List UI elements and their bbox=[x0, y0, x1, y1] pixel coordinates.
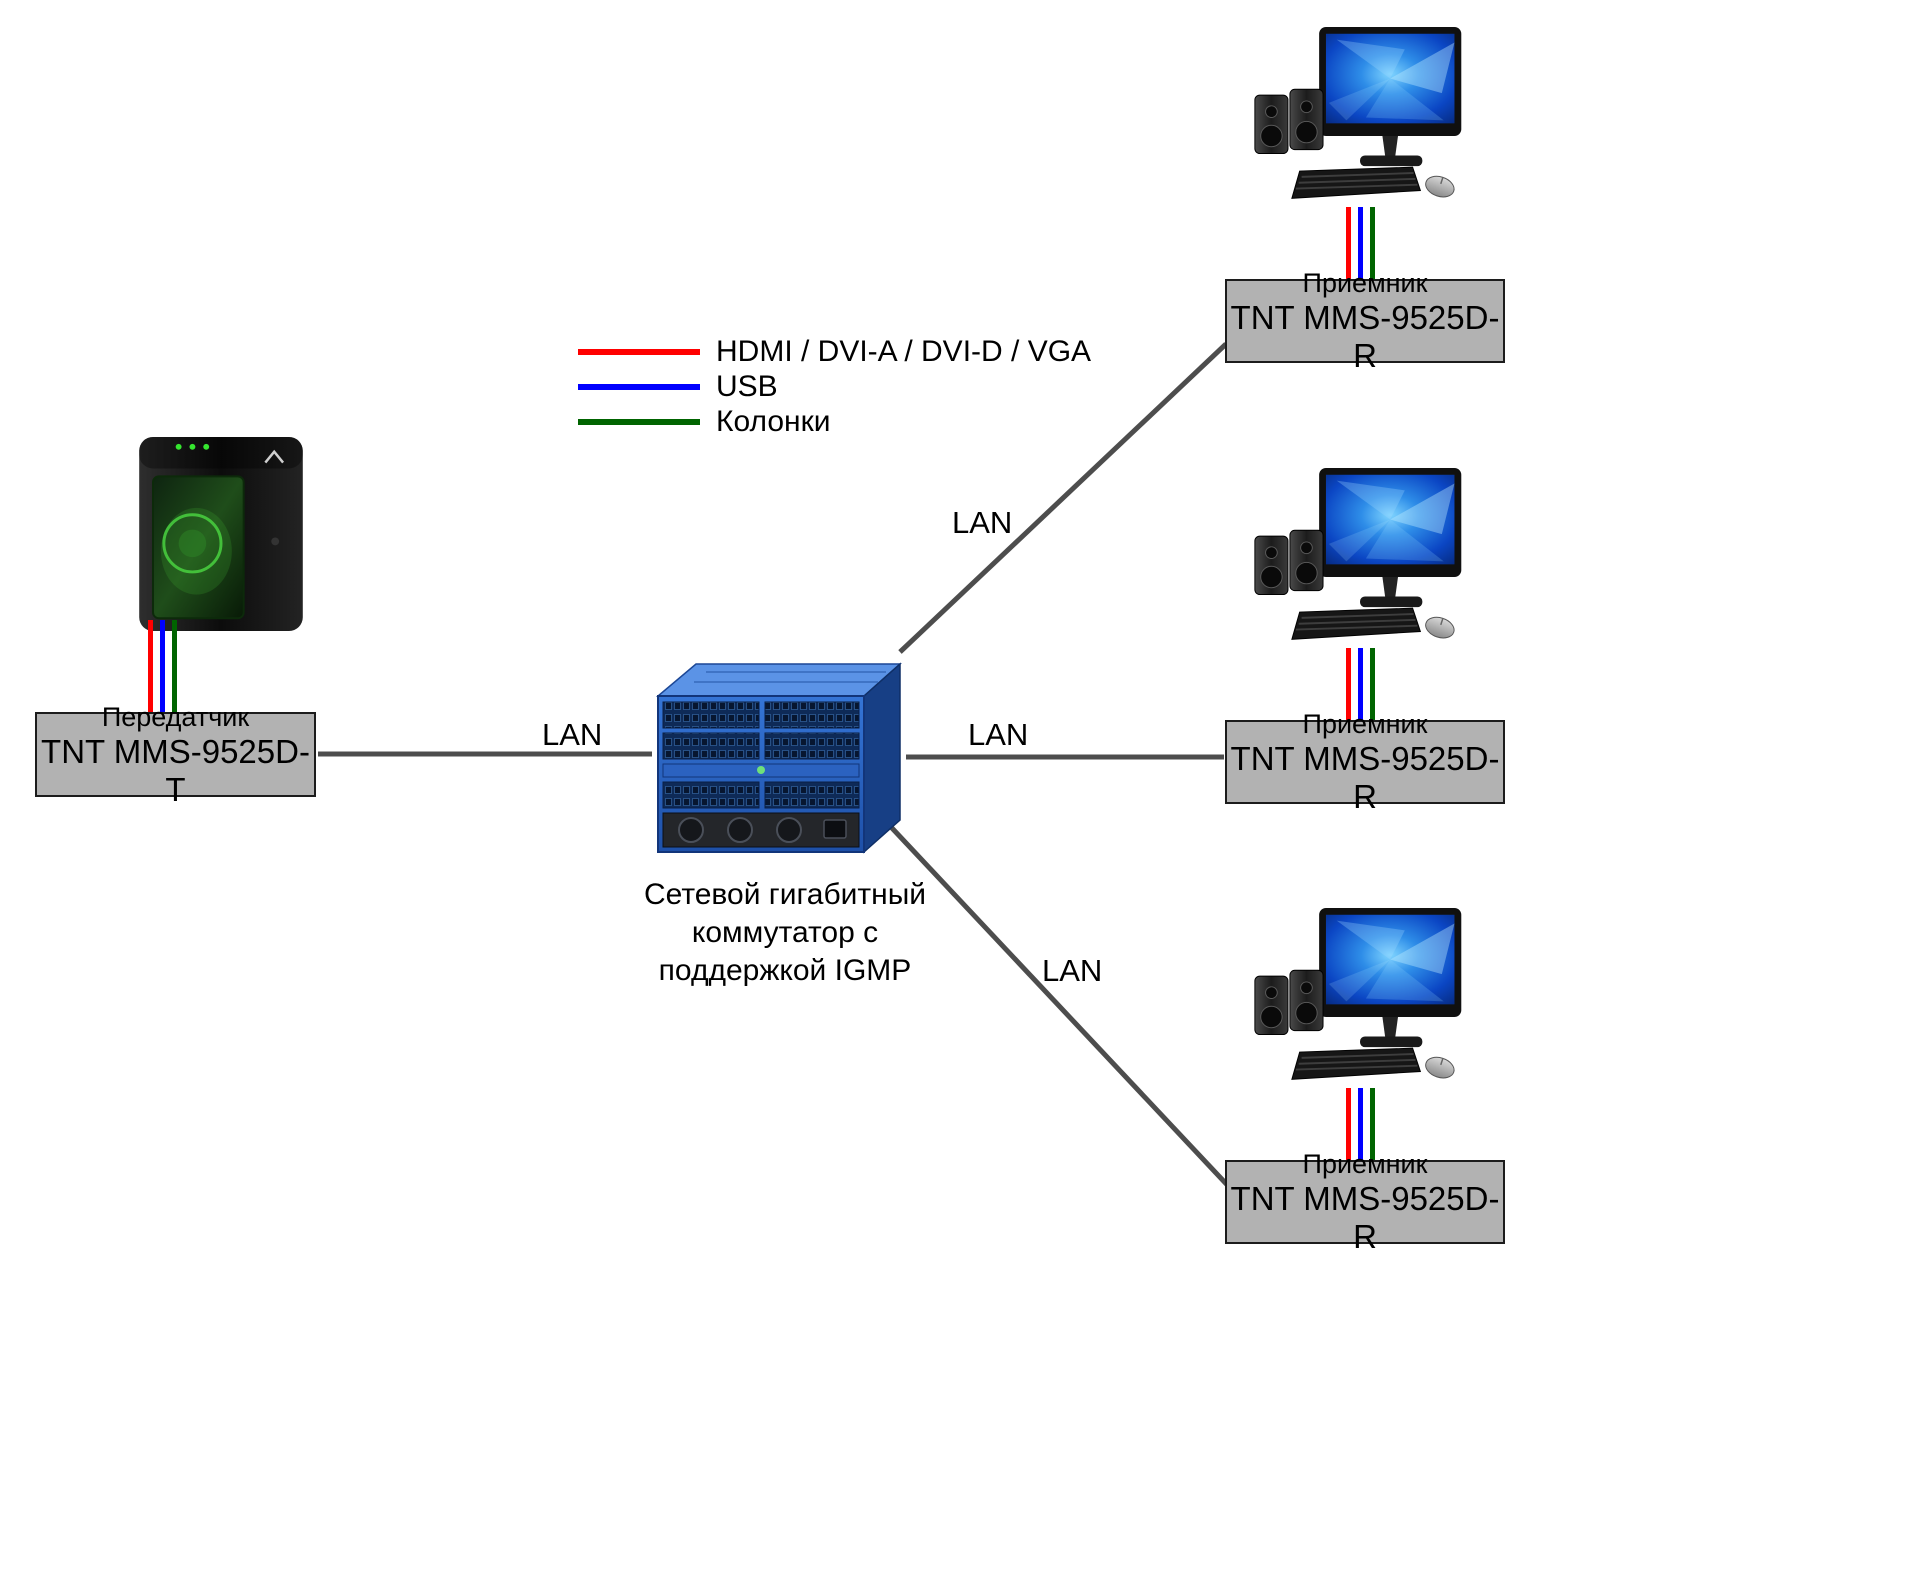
lan-label-bottom: LAN bbox=[1042, 953, 1103, 988]
switch-caption-line-2: коммутатор с bbox=[691, 916, 879, 949]
transmitter-label-box: Передатчик TNT MMS-9525D-T bbox=[35, 702, 316, 808]
receiver-model: TNT MMS-9525D-R bbox=[1230, 740, 1500, 815]
lan-label-middle: LAN bbox=[968, 717, 1029, 752]
receiver-middle-cable-bundle bbox=[1346, 648, 1380, 722]
usb-cable bbox=[1358, 1088, 1363, 1162]
hdmi-cable bbox=[1346, 648, 1351, 722]
transmitter-model: TNT MMS-9525D-T bbox=[41, 732, 310, 808]
receiver-unit-top: Приемник TNT MMS-9525D-R bbox=[1218, 25, 1508, 374]
switch-caption-line-3: поддержкой IGMP bbox=[658, 954, 912, 987]
transmitter-cable-bundle bbox=[148, 620, 182, 714]
receiver-unit-middle: Приемник TNT MMS-9525D-R bbox=[1218, 466, 1508, 815]
hdmi-cable bbox=[148, 620, 153, 714]
hdmi-cable bbox=[1346, 1088, 1351, 1162]
lan-line-receiver-top bbox=[898, 342, 1228, 654]
receiver-bottom-cable-bundle bbox=[1346, 1088, 1380, 1162]
speaker-cable bbox=[1370, 648, 1375, 722]
legend-row-usb: USB bbox=[578, 370, 778, 404]
legend-row-speakers: Колонки bbox=[578, 405, 830, 439]
network-switch bbox=[655, 662, 902, 854]
legend-swatch-usb bbox=[578, 384, 700, 390]
receiver-top-cable-bundle bbox=[1346, 207, 1380, 281]
receiver-middle-label-box: Приемник TNT MMS-9525D-R bbox=[1225, 709, 1505, 815]
hdmi-cable bbox=[1346, 207, 1351, 281]
lan-label-transmitter: LAN bbox=[542, 717, 603, 752]
transmitter-title: Передатчик bbox=[101, 701, 250, 732]
receiver-bottom-label-box: Приемник TNT MMS-9525D-R bbox=[1225, 1149, 1505, 1255]
speaker-cable bbox=[1370, 207, 1375, 281]
workstation-bottom bbox=[1246, 906, 1476, 1091]
receiver-title: Приемник bbox=[1302, 1149, 1428, 1179]
switch-caption-line-1: Сетевой гигабитный bbox=[643, 878, 927, 911]
workstation-top bbox=[1246, 25, 1476, 210]
switch-caption: Сетевой гигабитный коммутатор с поддержк… bbox=[610, 876, 960, 990]
lan-line-receiver-bottom bbox=[889, 825, 1234, 1192]
legend-label-hdmi: HDMI / DVI-A / DVI-D / VGA bbox=[716, 335, 1092, 368]
receiver-top-label-box: Приемник TNT MMS-9525D-R bbox=[1225, 268, 1505, 374]
legend-swatch-speakers bbox=[578, 419, 700, 425]
legend-row-hdmi: HDMI / DVI-A / DVI-D / VGA bbox=[578, 335, 1091, 369]
legend-label-usb: USB bbox=[716, 370, 778, 403]
usb-cable bbox=[160, 620, 165, 714]
legend-label-speakers: Колонки bbox=[716, 405, 831, 438]
legend-swatch-hdmi bbox=[578, 349, 700, 355]
usb-cable bbox=[1358, 648, 1363, 722]
transmitter-pc-tower bbox=[139, 436, 303, 632]
speaker-cable bbox=[172, 620, 177, 714]
receiver-title: Приемник bbox=[1302, 268, 1428, 298]
workstation-middle bbox=[1246, 466, 1476, 651]
usb-cable bbox=[1358, 207, 1363, 281]
lan-label-top: LAN bbox=[952, 505, 1013, 540]
receiver-unit-bottom: Приемник TNT MMS-9525D-R bbox=[1218, 906, 1508, 1255]
receiver-model: TNT MMS-9525D-R bbox=[1230, 1180, 1500, 1255]
speaker-cable bbox=[1370, 1088, 1375, 1162]
receiver-model: TNT MMS-9525D-R bbox=[1230, 299, 1500, 374]
receiver-title: Приемник bbox=[1302, 709, 1428, 739]
